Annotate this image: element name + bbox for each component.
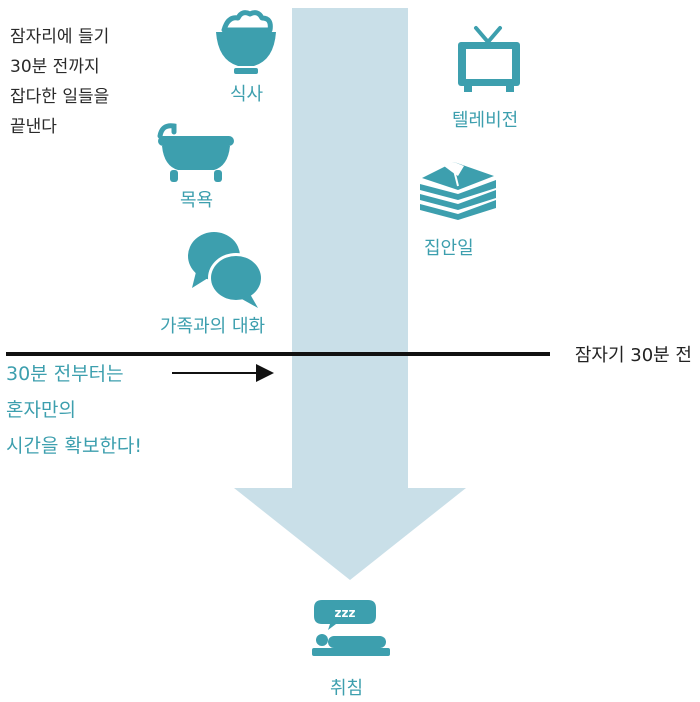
folded-clothes-icon — [420, 162, 496, 220]
intro-line: 30분 전까지 — [10, 57, 100, 77]
meal-label: 식사 — [230, 84, 264, 105]
note-text: 30분 전부터는 혼자만의 시간을 확보한다! — [6, 356, 142, 464]
zzz-text: zzz — [335, 606, 356, 620]
housework-label: 집안일 — [424, 238, 474, 259]
intro-text: 잠자리에 들기 30분 전까지 잡다한 일들을 끝낸다 — [10, 22, 109, 142]
note-line: 30분 전부터는 — [6, 363, 124, 385]
note-line: 혼자만의 — [6, 399, 76, 421]
note-line: 시간을 확보한다! — [6, 435, 143, 457]
family-talk-label: 가족과의 대화 — [160, 316, 266, 337]
bathtub-icon — [157, 123, 234, 182]
intro-line: 잠자리에 들기 — [10, 27, 110, 47]
sleep-label: 취침 — [330, 678, 364, 699]
intro-line: 잡다한 일들을 — [10, 87, 110, 107]
speech-bubbles-icon — [188, 232, 264, 308]
tv-label: 텔레비전 — [452, 110, 519, 131]
bath-label: 목욕 — [180, 190, 214, 211]
divider-label: 잠자기 30분 전 — [574, 345, 692, 366]
tv-icon — [458, 26, 520, 92]
bowl-icon — [216, 10, 276, 74]
intro-line: 끝낸다 — [10, 117, 57, 137]
bed-icon: zzz — [312, 600, 390, 656]
